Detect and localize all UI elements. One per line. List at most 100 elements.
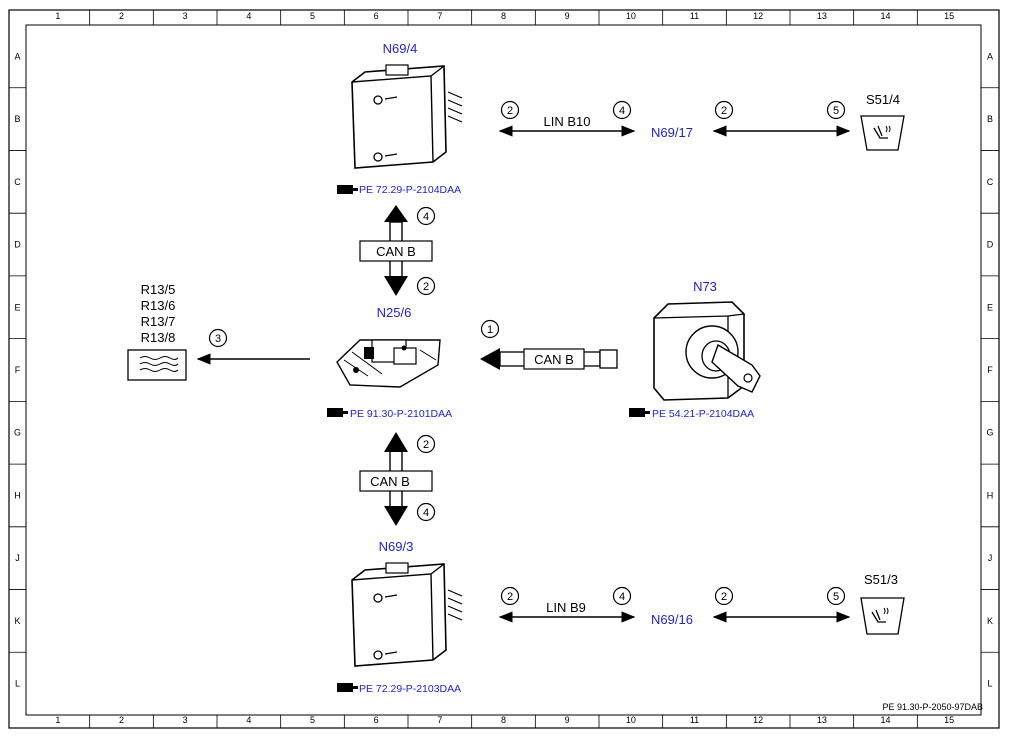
grid-row-label: L (987, 679, 992, 689)
grid-column-label: 1 (55, 11, 60, 21)
grid-column-label: 3 (183, 715, 188, 725)
label-n69-4: N69/4 (383, 41, 418, 56)
grid-column-label: 2 (119, 715, 124, 725)
svg-text:CAN B: CAN B (376, 244, 416, 259)
pointing-hand-icon (337, 185, 358, 194)
svg-text:5: 5 (833, 105, 839, 117)
switch-s51-3: S51/3 (860, 572, 905, 635)
seat-heating-switch-icon (873, 125, 891, 139)
grid-column-label: 10 (626, 715, 636, 725)
grid-column-label: 8 (501, 715, 506, 725)
grid-row-label: B (987, 114, 993, 124)
svg-text:2: 2 (423, 281, 429, 293)
grid-column-label: 11 (690, 11, 699, 21)
ref-n25-6: PE 91.30-P-2101DAA (327, 408, 452, 420)
bus-can-upper: CAN B 4 2 (359, 205, 436, 296)
grid-row-label: A (987, 51, 993, 61)
bus-can-n73: CAN B 1 (480, 319, 618, 370)
svg-text:2: 2 (507, 105, 513, 117)
ref-n69-3: PE 72.29-P-2103DAA (337, 683, 461, 695)
control-unit-n25-6: N25/6 (336, 305, 441, 388)
bus-can-lower: CAN B 2 4 (359, 432, 436, 526)
bus-lin-b10: LIN B10 2 4 (498, 100, 636, 137)
grid-column-label: 5 (310, 715, 315, 725)
grid-row-label: F (15, 365, 21, 375)
svg-text:2: 2 (721, 591, 727, 603)
grid-row-label: L (15, 679, 20, 689)
grid-column-label: 2 (119, 11, 124, 21)
svg-text:4: 4 (423, 507, 429, 519)
grid-ticks (9, 10, 999, 728)
frame-border (8, 9, 1000, 729)
svg-text:4: 4 (619, 591, 625, 603)
link-heater: 3 (196, 328, 310, 365)
grid-row-label: C (14, 177, 21, 187)
grid-row-label: E (14, 302, 20, 312)
grid-column-label: 11 (690, 715, 699, 725)
svg-text:CAN B: CAN B (370, 474, 410, 489)
label-n69-16: N69/16 (651, 612, 693, 627)
svg-text:2: 2 (423, 439, 429, 451)
pointing-hand-icon (629, 408, 650, 417)
grid-column-label: 15 (944, 715, 954, 725)
svg-text:4: 4 (619, 105, 625, 117)
svg-text:LIN B10: LIN B10 (544, 114, 591, 129)
grid-row-label: A (14, 51, 20, 61)
svg-text:S51/3: S51/3 (864, 572, 898, 587)
grid-column-label: 1 (55, 715, 60, 725)
grid-column-label: 7 (437, 11, 442, 21)
svg-text:2: 2 (507, 591, 513, 603)
grid-column-label: 3 (183, 11, 188, 21)
svg-text:PE 72.29-P-2104DAA: PE 72.29-P-2104DAA (359, 184, 461, 196)
svg-text:N69/3: N69/3 (379, 539, 414, 554)
grid-column-label: 10 (626, 11, 636, 21)
svg-text:PE 72.29-P-2103DAA: PE 72.29-P-2103DAA (359, 683, 461, 695)
grid-column-label: 9 (565, 715, 570, 725)
svg-text:2: 2 (721, 105, 727, 117)
grid-column-label: 7 (437, 715, 442, 725)
grid-row-label: C (987, 177, 994, 187)
grid-row-label: K (987, 616, 993, 626)
heater-mats: R13/5 R13/6 R13/7 R13/8 (127, 282, 187, 381)
svg-text:LIN B9: LIN B9 (546, 600, 586, 615)
grid-row-label: E (987, 302, 993, 312)
grid-column-label: 6 (374, 715, 379, 725)
grid-row-label: J (988, 553, 993, 563)
pointing-hand-icon (337, 683, 358, 692)
grid-row-label: D (14, 240, 21, 250)
svg-text:1: 1 (487, 324, 493, 336)
svg-text:R13/8: R13/8 (141, 330, 176, 345)
grid-column-label: 5 (310, 11, 315, 21)
control-unit-n69-4: N69/4 (351, 41, 463, 169)
grid-row-label: G (986, 428, 993, 438)
ref-n69-4: PE 72.29-P-2104DAA (337, 184, 461, 196)
grid-column-label: 13 (817, 11, 827, 21)
svg-text:N25/6: N25/6 (377, 305, 412, 320)
bus-lin-b9: LIN B9 2 4 (498, 586, 636, 623)
grid-column-label: 6 (374, 11, 379, 21)
svg-text:PE 91.30-P-2101DAA: PE 91.30-P-2101DAA (350, 408, 452, 420)
control-unit-n69-3: N69/3 (351, 539, 463, 667)
grid-row-label: B (14, 114, 20, 124)
ref-n73: PE 54.21-P-2104DAA (629, 408, 754, 420)
grid-row-label: K (14, 616, 20, 626)
grid-column-label: 13 (817, 715, 827, 725)
svg-text:R13/6: R13/6 (141, 298, 176, 313)
svg-text:3: 3 (215, 333, 221, 345)
switch-s51-4: S51/4 (860, 92, 905, 151)
grid-labels: 1122334455667788991010111112121313141415… (14, 11, 994, 725)
svg-text:4: 4 (423, 211, 429, 223)
svg-text:CAN B: CAN B (534, 352, 574, 367)
label-n69-17: N69/17 (651, 125, 693, 140)
svg-text:5: 5 (833, 591, 839, 603)
grid-column-label: 9 (565, 11, 570, 21)
svg-text:S51/4: S51/4 (866, 92, 900, 107)
grid-column-label: 15 (944, 11, 954, 21)
grid-row-label: G (14, 428, 21, 438)
ignition-switch-n73: N73 (653, 279, 761, 401)
grid-column-label: 14 (880, 11, 890, 21)
grid-column-label: 4 (246, 11, 251, 21)
link-n69-17-s51-4: 2 5 (712, 100, 851, 137)
grid-column-label: 12 (753, 11, 763, 21)
